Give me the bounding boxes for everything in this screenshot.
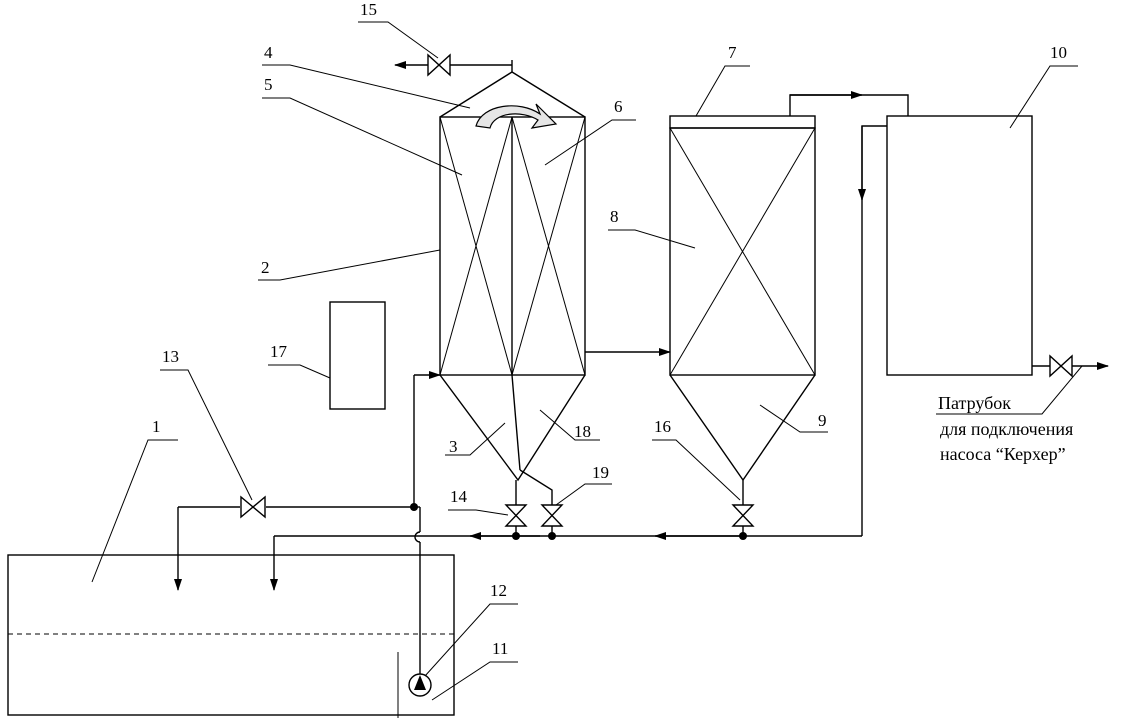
storage-tank <box>7 554 455 718</box>
note-line-2: для подключения <box>940 419 1073 439</box>
label-15: 15 <box>360 0 377 19</box>
label-19: 19 <box>592 463 609 482</box>
label-1: 1 <box>152 417 161 436</box>
leader-lines <box>91 21 1083 701</box>
label-16: 16 <box>654 417 671 436</box>
note-line-1: Патрубок <box>938 393 1011 413</box>
label-4: 4 <box>264 43 273 62</box>
note-line-3: насоса “Керхер” <box>940 444 1066 464</box>
valve-16 <box>731 504 755 527</box>
piping <box>174 61 1109 674</box>
label-5: 5 <box>264 75 273 94</box>
clean-water-tank <box>886 115 1033 376</box>
label-8: 8 <box>610 207 619 226</box>
label-18: 18 <box>574 422 591 441</box>
pump <box>408 673 432 697</box>
label-6: 6 <box>614 97 623 116</box>
label-14: 14 <box>450 487 468 506</box>
filter-column <box>439 60 586 482</box>
valve-13 <box>240 495 266 519</box>
label-3: 3 <box>449 437 458 456</box>
label-10: 10 <box>1050 43 1067 62</box>
valve-14 <box>504 504 528 527</box>
label-13: 13 <box>162 347 179 366</box>
label-17: 17 <box>270 342 288 361</box>
second-filter <box>669 115 816 482</box>
label-12: 12 <box>490 581 507 600</box>
label-7: 7 <box>728 43 737 62</box>
number-labels: 1 2 3 4 5 6 7 8 9 10 11 12 13 14 15 16 1… <box>152 0 1067 658</box>
valve-19 <box>540 504 564 527</box>
valve-nozzle <box>1049 354 1073 378</box>
label-11: 11 <box>492 639 508 658</box>
nozzle-note: Патрубок для подключения насоса “Керхер” <box>938 393 1073 464</box>
label-2: 2 <box>261 258 270 277</box>
valve-15 <box>427 53 451 77</box>
label-9: 9 <box>818 411 827 430</box>
control-unit <box>329 301 386 410</box>
